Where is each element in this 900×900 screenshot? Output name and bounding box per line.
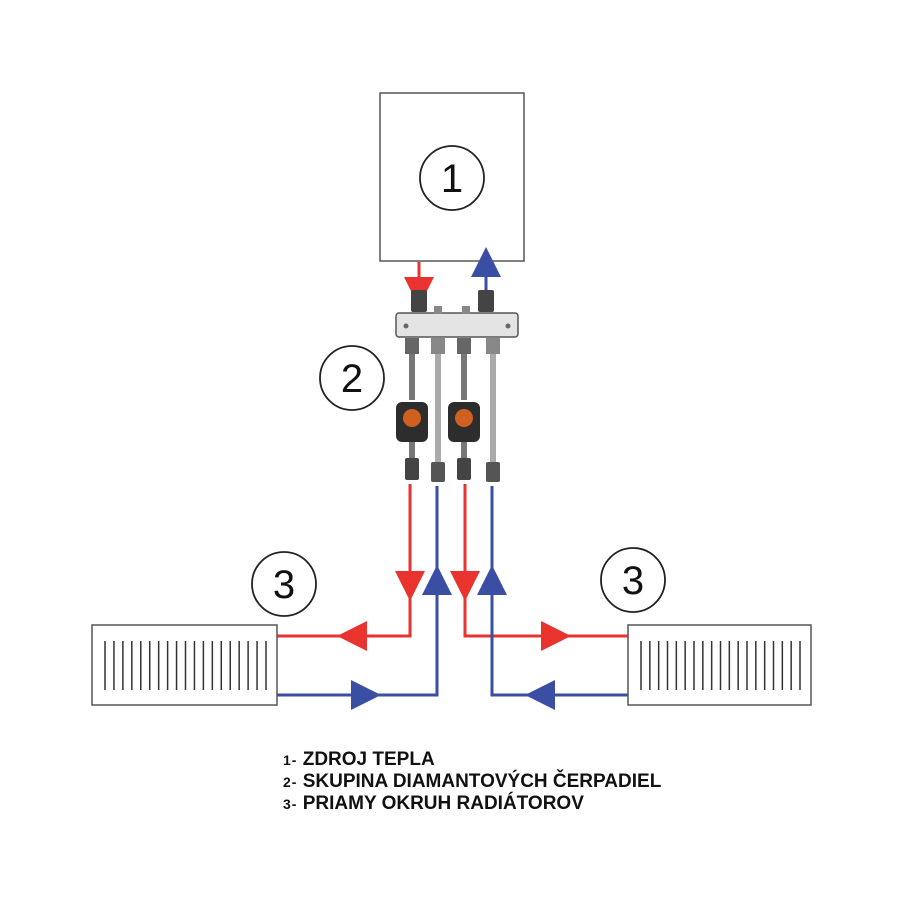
manifold-bolt [505, 323, 511, 329]
legend-text: SKUPINA DIAMANTOVÝCH ČERPADIEL [302, 771, 662, 792]
legend-text: PRIAMY OKRUH RADIÁTOROV [302, 793, 584, 814]
pump-group [396, 338, 500, 482]
label-1: 1 [441, 157, 463, 201]
left-supply-pipe [277, 484, 412, 638]
legend-num: 2- [283, 774, 298, 790]
return-valve [478, 290, 494, 312]
label-circle-2 [319, 345, 385, 411]
label-circle-1 [419, 145, 485, 211]
supply-valve [411, 290, 427, 312]
radiator-right-fins [640, 641, 801, 690]
right-supply-pipe [463, 484, 628, 638]
legend-num: 3- [283, 796, 298, 812]
label-circle-3-left [251, 551, 317, 617]
manifold-bolt [403, 323, 409, 329]
label-3-right: 3 [622, 559, 644, 603]
manifold-nipple [434, 306, 442, 314]
legend-num: 1- [283, 752, 298, 768]
legend: 1- ZDROJ TEPLA 2- SKUPINA DIAMANTOVÝCH Č… [283, 749, 661, 815]
label-circle-3-right [600, 547, 666, 613]
left-return-pipe [277, 486, 439, 697]
legend-text: ZDROJ TEPLA [302, 749, 435, 770]
radiator-left-fins [104, 641, 267, 690]
legend-item-2: 2- SKUPINA DIAMANTOVÝCH ČERPADIEL [283, 771, 661, 793]
manifold-nipple [462, 306, 470, 314]
legend-item-3: 3- PRIAMY OKRUH RADIÁTOROV [283, 793, 661, 815]
label-2: 2 [341, 357, 363, 401]
label-3-left: 3 [273, 563, 295, 607]
manifold [395, 312, 519, 338]
radiator-right [627, 624, 812, 706]
radiator-left [91, 624, 278, 706]
legend-item-1: 1- ZDROJ TEPLA [283, 749, 661, 771]
right-return-pipe [490, 486, 628, 697]
